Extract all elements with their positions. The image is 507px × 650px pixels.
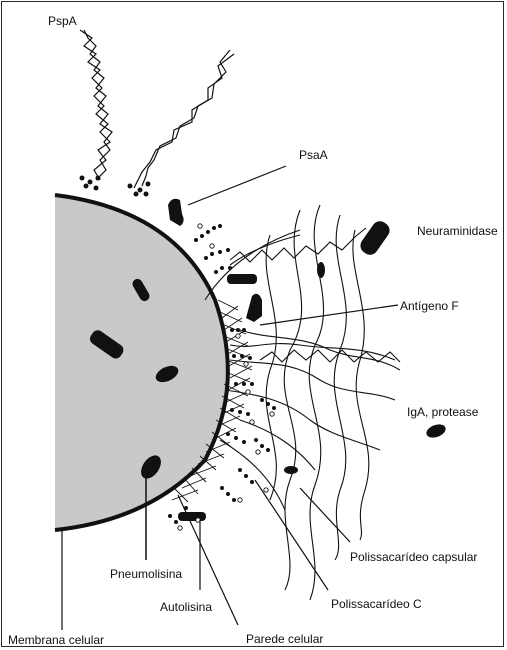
label-antigen-f: Antígeno F [400,299,459,313]
label-cell-wall: Parede celular [246,632,323,646]
twisted-strand-2 [260,350,400,362]
pspa-fibres [80,30,234,188]
label-capsular-polysaccharide: Polissacarídeo capsular [350,550,477,564]
label-autolysin: Autolisina [160,600,212,614]
label-pneumolysin: Pneumolisina [110,567,182,581]
label-neuraminidase: Neuraminidase [417,224,498,238]
label-pspa: PspA [48,14,77,28]
label-iga-protease: IgA, protease [407,405,478,419]
label-psaa: PsaA [299,148,328,162]
twisted-strand [230,228,366,262]
label-cell-membrane: Membrana celular [8,633,104,647]
pspa-anchors [80,176,151,197]
label-polysaccharide-c: Polissacarídeo C [331,597,422,611]
